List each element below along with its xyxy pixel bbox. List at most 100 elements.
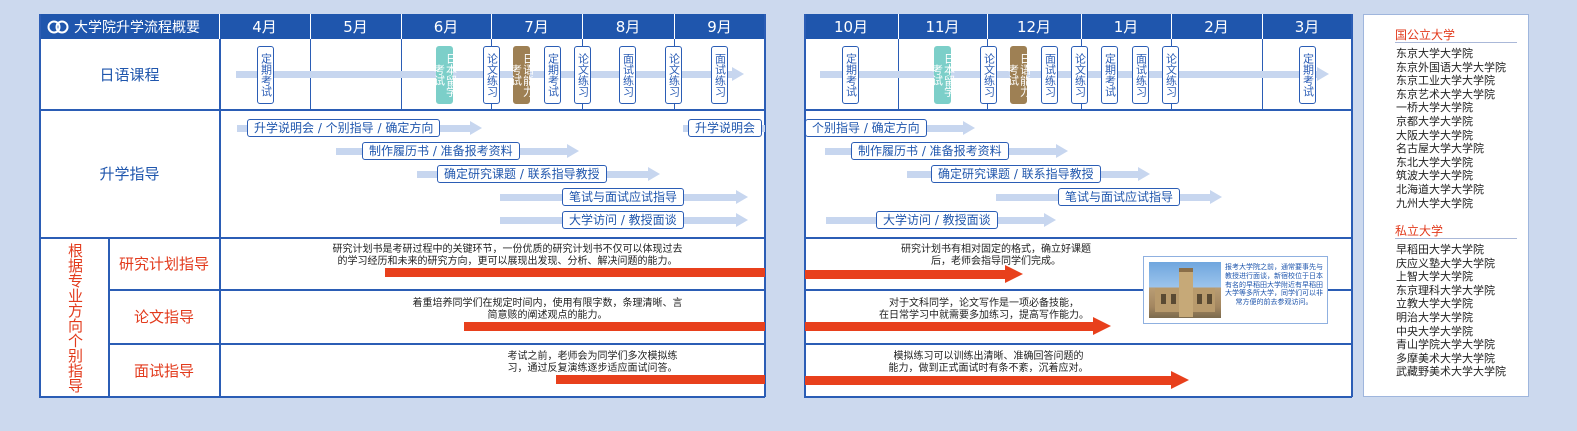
month-12: 12月 (987, 14, 1081, 39)
tag-interview-practice: 面试练习 (711, 46, 728, 104)
tag-thesis-practice: 论文练习 (1071, 46, 1088, 104)
tag-interview-practice: 面试练习 (619, 46, 636, 104)
row-label-japanese: 日语课程 (99, 66, 160, 84)
row-label-guidance: 升学指导 (99, 165, 160, 183)
header-divider (1171, 14, 1172, 39)
tag-regular-exam: 定期考试 (544, 46, 561, 104)
progress-bar-research-plan-cont (805, 265, 1023, 283)
progress-bar-interview (556, 375, 765, 384)
university-item: 多摩美术大学大学院 (1396, 351, 1495, 365)
university-item: 大阪大学大学院 (1396, 128, 1473, 142)
desc-research-plan-left: 研究计划书是考研过程中的关键环节，一份优质的研究计划书不仅可以体现过去的学习经历… (332, 244, 683, 267)
tag-thesis-practice: 论文练习 (665, 46, 682, 104)
desc-research-plan-right: 研究计划书有相对固定的格式，确立好课题后，老师会指导同学们完成。 (901, 244, 1091, 267)
divider (1395, 238, 1517, 239)
month-4: 4月 (219, 14, 310, 39)
tag-thesis-practice: 论文练习 (574, 46, 591, 104)
guidance-step-1-tail: 升学说明会 (683, 119, 765, 137)
title-header: 大学院升学流程概要 (39, 14, 219, 39)
header-divider (310, 14, 311, 39)
column-divider (108, 237, 110, 397)
university-item: 名古屋大学大学院 (1396, 142, 1484, 156)
campus-photo (1149, 262, 1221, 318)
border (1351, 14, 1353, 397)
month-7: 7月 (491, 14, 582, 39)
header-divider (674, 14, 675, 39)
row-label-research-plan: 研究计划指导 (118, 255, 209, 273)
month-1: 1月 (1081, 14, 1171, 39)
university-item: 上智大学大学院 (1396, 270, 1473, 284)
tag-regular-exam: 定期考试 (1299, 46, 1316, 104)
university-item: 东京艺术大学大学院 (1396, 87, 1495, 101)
row-divider (804, 237, 1352, 239)
tag-eju: 日本留学考试 (433, 46, 458, 104)
row-divider (804, 343, 1352, 345)
guidance-step-3-cont: 确定研究课题 / 联系指导教授 (907, 165, 1150, 183)
border (39, 14, 41, 397)
desc-thesis-left: 着重培养同学们在规定时间内，使用有限字数，条理清晰、言简意赅的阐述观点的能力。 (412, 298, 683, 321)
photo-caption: 报考大学院之前，通常要事先与教授进行面谈，新宿校位于日本有名的早稻田大学附近有早… (1225, 263, 1323, 307)
guidance-step-5: 大学访问 / 教授面谈 (500, 211, 748, 229)
tag-eju: 日本留学考试 (931, 46, 956, 104)
guidance-step-5-cont: 大学访问 / 教授面谈 (826, 211, 1056, 229)
guidance-step-2-cont: 制作履历书 / 准备报考资料 (825, 142, 1068, 160)
tag-interview-practice: 面试练习 (1132, 46, 1149, 104)
guidance-step-4: 笔试与面试应试指导 (500, 188, 748, 206)
row-divider (39, 237, 765, 239)
header-divider (987, 14, 988, 39)
tag-jlpt: 日语能力考试 (510, 46, 535, 104)
timeline-arrow (820, 67, 1329, 81)
progress-bar-thesis-cont (805, 317, 1111, 335)
university-item: 东京大学大学院 (1396, 47, 1473, 60)
guidance-step-1-cont: 个别指导 / 确定方向 (805, 119, 975, 137)
header-divider (491, 14, 492, 39)
month-9: 9月 (674, 14, 765, 39)
progress-bar-thesis (464, 322, 765, 331)
month-3: 3月 (1262, 14, 1352, 39)
university-item: 北海道大学大学院 (1396, 182, 1484, 196)
university-item: 明治大学大学院 (1396, 310, 1473, 324)
row-divider (108, 343, 765, 345)
guidance-step-3: 确定研究课题 / 联系指导教授 (417, 165, 660, 183)
page-title: 大学院升学流程概要 (74, 19, 200, 36)
tag-thesis-practice: 论文练习 (483, 46, 500, 104)
university-item: 一桥大学大学院 (1396, 101, 1473, 115)
guidance-step-2: 制作履历书 / 准备报考资料 (336, 142, 579, 160)
university-item: 庆应义塾大学大学院 (1396, 256, 1495, 270)
guidance-step-4-cont: 笔试与面试应试指导 (996, 188, 1222, 206)
private-university-list: 早稻田大学大学院庆应义塾大学大学院上智大学大学院东京理科大学大学院立教大学大学院… (1396, 243, 1506, 379)
tag-interview-practice: 面试练习 (1041, 46, 1058, 104)
progress-bar-research-plan (385, 268, 765, 277)
month-11: 11月 (898, 14, 987, 39)
border (39, 396, 765, 398)
university-item: 东京工业大学大学院 (1396, 74, 1495, 88)
border (804, 14, 806, 397)
month-8: 8月 (582, 14, 674, 39)
row-divider (108, 289, 765, 291)
university-list-panel (1363, 14, 1529, 397)
header-divider (898, 14, 899, 39)
tag-regular-exam: 定期考试 (257, 46, 274, 104)
university-item: 京都大学大学院 (1396, 114, 1473, 128)
university-item: 早稻田大学大学院 (1396, 243, 1484, 256)
header-divider (582, 14, 583, 39)
header-divider (1081, 14, 1082, 39)
university-item: 青山学院大学大学院 (1396, 338, 1495, 352)
month-2: 2月 (1171, 14, 1262, 39)
row-divider (39, 109, 765, 111)
public-university-list: 东京大学大学院东京外国语大学大学院东京工业大学大学院东京艺术大学大学院一桥大学大… (1396, 47, 1506, 210)
logo-icon (47, 20, 69, 34)
progress-bar-interview-cont (805, 371, 1189, 389)
row-label-group: 根据专业方向个别指导 (66, 242, 84, 393)
row-label-interview: 面试指导 (133, 361, 194, 380)
row-divider (804, 289, 1352, 291)
divider (1395, 42, 1517, 43)
column-divider (219, 39, 221, 397)
month-5: 5月 (310, 14, 401, 39)
border (804, 396, 1352, 398)
header-divider (219, 14, 220, 39)
desc-interview-left: 考试之前，老师会为同学们多次模拟练习，通过反复演练逐步适应面试问答。 (507, 351, 678, 374)
university-item: 中央大学大学院 (1396, 324, 1473, 338)
tag-jlpt: 日语能力考试 (1007, 46, 1032, 104)
guidance-step-1: 升学说明会 / 个别指导 / 确定方向 (237, 119, 482, 137)
